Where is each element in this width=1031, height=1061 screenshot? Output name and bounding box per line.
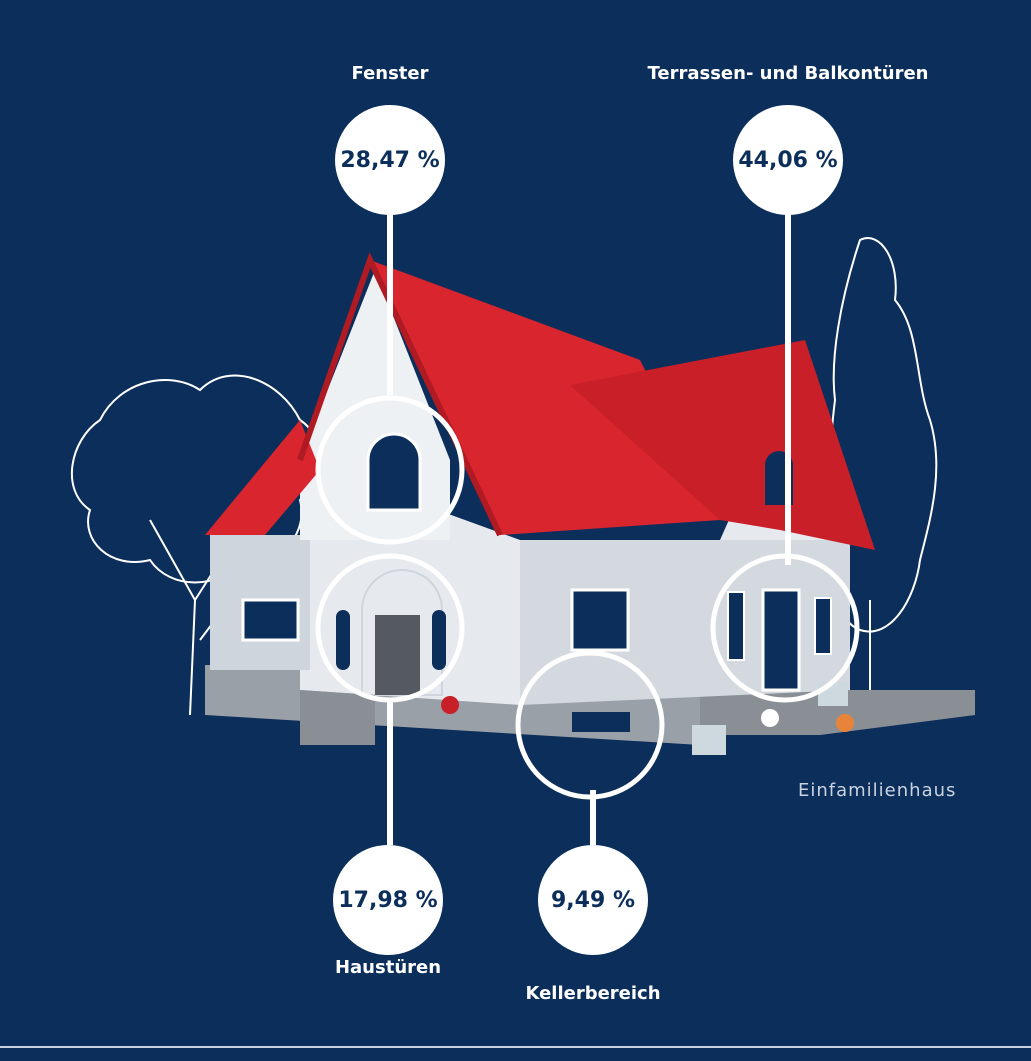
house-caption: Einfamilienhaus [798, 780, 957, 801]
lower-window [570, 588, 630, 652]
window-ring [315, 395, 465, 545]
door-side-left [336, 610, 350, 670]
value-badge-haustueren: 17,98 % [333, 845, 443, 955]
basement-window [572, 712, 630, 732]
right-tree-outline [829, 237, 938, 700]
right-roof [570, 340, 875, 550]
main-roof [370, 260, 720, 535]
highlight-rings [315, 395, 860, 800]
label-fenster: Fenster [351, 63, 429, 84]
left-wing-window [241, 598, 300, 642]
value-badge-fenster: 28,47 % [335, 105, 445, 215]
label-haustueren: Haustüren [334, 957, 442, 978]
door-ring [315, 553, 465, 703]
label-terrassen-balkontueren: Terrassen- und Balkontüren [647, 63, 929, 84]
door-side-right [432, 610, 446, 670]
value-badge-terrassen: 44,06 % [733, 105, 843, 215]
label-kellerbereich: Kellerbereich [525, 983, 661, 1004]
terrace-window-left [727, 591, 745, 661]
terrace-door [761, 588, 801, 692]
terrace-window-right [814, 597, 832, 655]
value-badge-kellerbereich: 9,49 % [538, 845, 648, 955]
flower-pots [441, 682, 854, 755]
front-steps [300, 690, 375, 745]
bottom-divider [0, 1046, 1031, 1048]
left-roof [205, 420, 320, 535]
terrace-ring [710, 553, 860, 703]
basement-ring [515, 650, 665, 800]
gable-window [366, 432, 422, 512]
front-door [375, 615, 420, 695]
